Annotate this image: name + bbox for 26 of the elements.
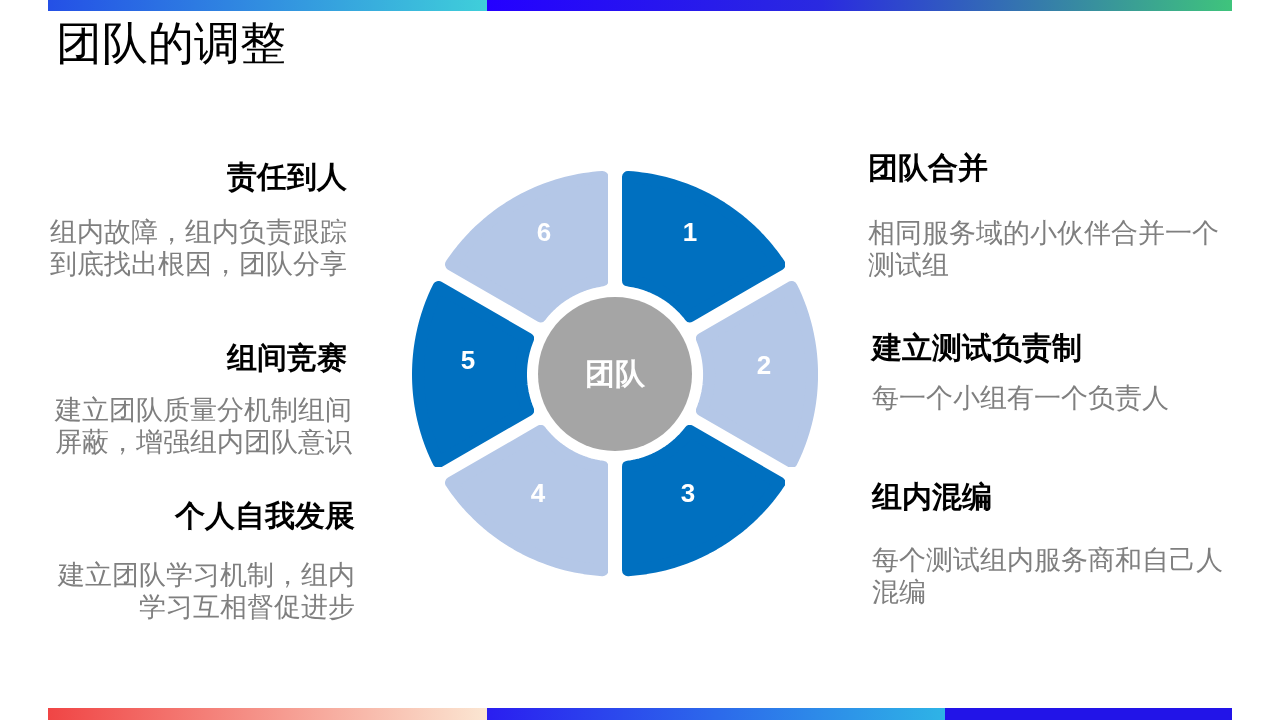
item-description: 建立团队学习机制，组内学习互相督促进步 — [57, 559, 355, 623]
ring-segment — [621, 171, 785, 323]
ring-segment — [621, 425, 785, 577]
item-heading: 责任到人 — [227, 159, 347, 195]
segment-number: 5 — [460, 346, 476, 374]
segment-number: 4 — [530, 479, 546, 507]
segment-number: 2 — [756, 351, 772, 379]
item-heading: 组内混编 — [872, 479, 992, 515]
center-circle: 团队 — [538, 297, 692, 451]
ring-segment — [412, 280, 535, 468]
item-description: 建立团队质量分机制组间屏蔽，增强组内团队意识 — [54, 394, 352, 458]
item-description: 组内故障，组内负责跟踪到底找出根因，团队分享 — [49, 216, 347, 280]
item-description: 每一个小组有一个负责人 — [872, 382, 1169, 414]
segment-number: 6 — [536, 218, 552, 246]
ring-segment — [445, 425, 609, 577]
item-heading: 建立测试负责制 — [872, 330, 1082, 366]
ring-segment — [445, 171, 609, 323]
ring-segment — [695, 280, 818, 468]
item-heading: 组间竞赛 — [227, 340, 347, 376]
item-heading: 个人自我发展 — [175, 498, 355, 534]
item-description: 相同服务域的小伙伴合并一个测试组 — [868, 217, 1220, 281]
item-description: 每个测试组内服务商和自己人混编 — [872, 544, 1224, 608]
segment-number: 3 — [680, 479, 696, 507]
item-heading: 团队合并 — [868, 150, 988, 186]
slide-title: 团队的调整 — [56, 15, 286, 72]
segment-number: 1 — [682, 218, 698, 246]
